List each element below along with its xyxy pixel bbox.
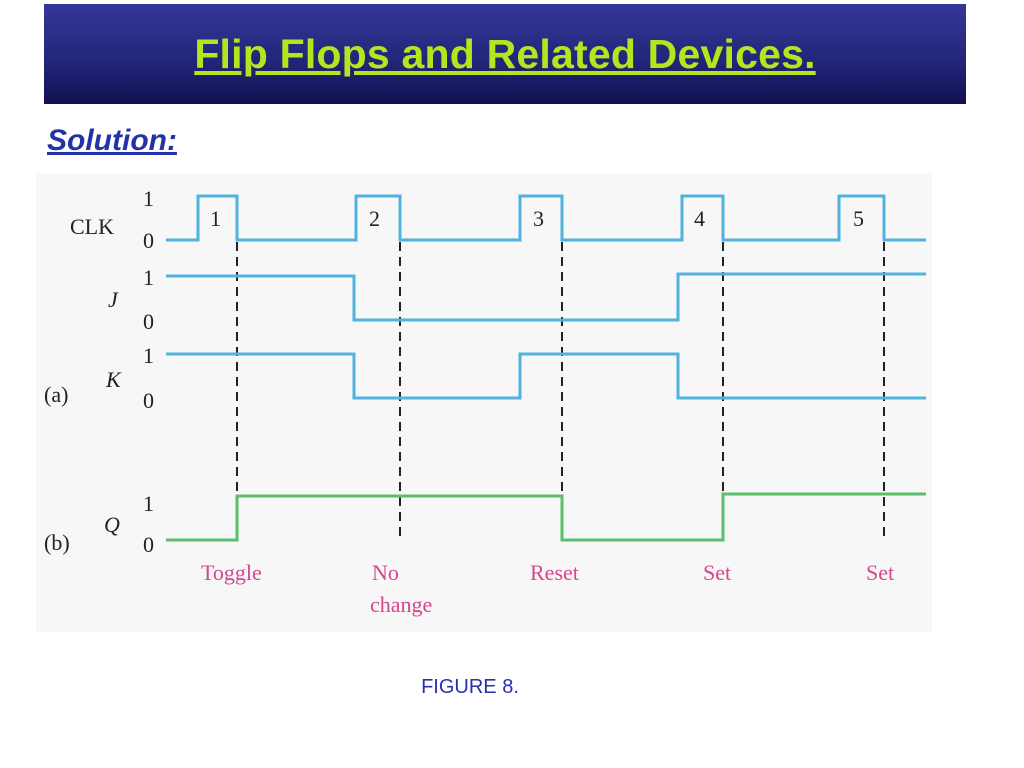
pulse-label-1: 1 — [210, 206, 221, 231]
figure-caption: FIGURE 8. — [421, 676, 519, 698]
k-label: K — [105, 367, 122, 392]
clk-label: CLK — [70, 214, 114, 239]
k-low-label: 0 — [143, 388, 154, 413]
timing-diagram-svg: CLK J K Q (a) (b) 1 0 1 0 1 0 1 0 — [44, 186, 926, 617]
pulse-label-3: 3 — [533, 206, 544, 231]
timing-diagram: CLK J K Q (a) (b) 1 0 1 0 1 0 1 0 — [36, 174, 932, 632]
q-label: Q — [104, 512, 120, 537]
pulse-label-4: 4 — [694, 206, 705, 231]
clk-low-label: 0 — [143, 228, 154, 253]
outcome-set-5: Set — [866, 560, 894, 585]
clk-waveform — [166, 194, 926, 242]
j-waveform — [166, 272, 926, 322]
outcome-reset: Reset — [530, 560, 579, 585]
pulse-label-5: 5 — [853, 206, 864, 231]
section-b-label: (b) — [44, 530, 70, 555]
j-low-label: 0 — [143, 309, 154, 334]
clock-edge-guides — [236, 242, 885, 536]
clk-high-label: 1 — [143, 186, 154, 211]
outcome-no: No — [372, 560, 399, 585]
solution-heading: Solution: — [47, 124, 177, 157]
q-waveform — [166, 492, 926, 542]
q-low-label: 0 — [143, 532, 154, 557]
outcome-change: change — [370, 592, 432, 617]
q-high-label: 1 — [143, 491, 154, 516]
title-bar: Flip Flops and Related Devices. — [44, 4, 966, 104]
outcome-toggle: Toggle — [201, 560, 262, 585]
k-waveform — [166, 352, 926, 400]
pulse-label-2: 2 — [369, 206, 380, 231]
j-high-label: 1 — [143, 265, 154, 290]
outcome-set-4: Set — [703, 560, 731, 585]
j-label: J — [108, 287, 119, 312]
k-high-label: 1 — [143, 343, 154, 368]
slide-title: Flip Flops and Related Devices. — [194, 30, 816, 77]
section-a-label: (a) — [44, 382, 68, 407]
